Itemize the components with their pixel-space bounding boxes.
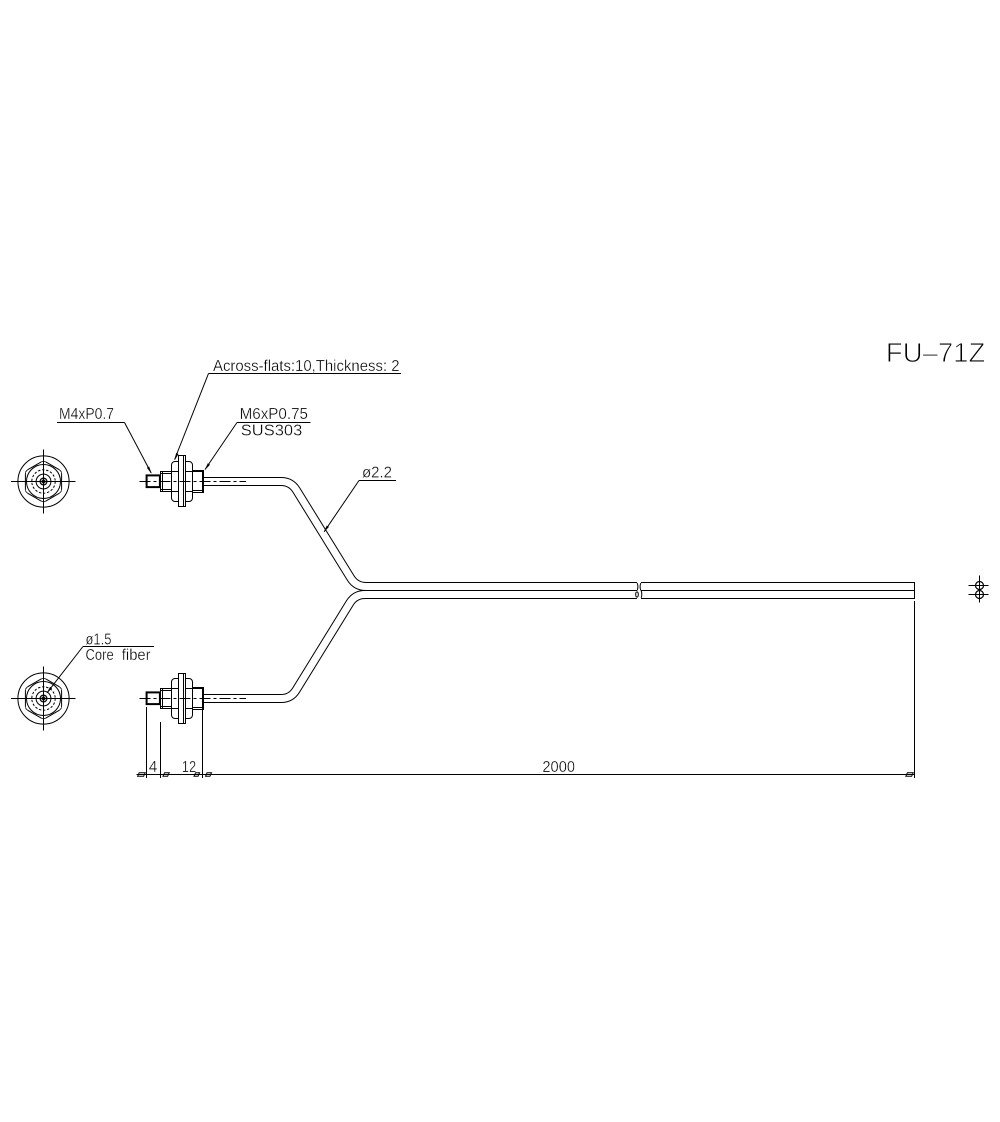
svg-text:Across-flats:10,Thickness: 2: Across-flats:10,Thickness: 2 (213, 358, 400, 375)
svg-text:SUS303: SUS303 (241, 422, 302, 439)
svg-text:fiber: fiber (122, 647, 151, 664)
svg-text:FU–71Z: FU–71Z (886, 337, 985, 368)
svg-text:4: 4 (149, 759, 158, 776)
svg-text:ø1.5: ø1.5 (86, 631, 112, 648)
svg-text:ø2.2: ø2.2 (362, 465, 392, 482)
svg-text:M4xP0.7: M4xP0.7 (59, 406, 114, 423)
svg-text:Core: Core (86, 647, 114, 664)
svg-text:2000: 2000 (542, 759, 575, 776)
svg-text:12: 12 (182, 759, 196, 776)
svg-text:M6xP0.75: M6xP0.75 (240, 406, 308, 423)
